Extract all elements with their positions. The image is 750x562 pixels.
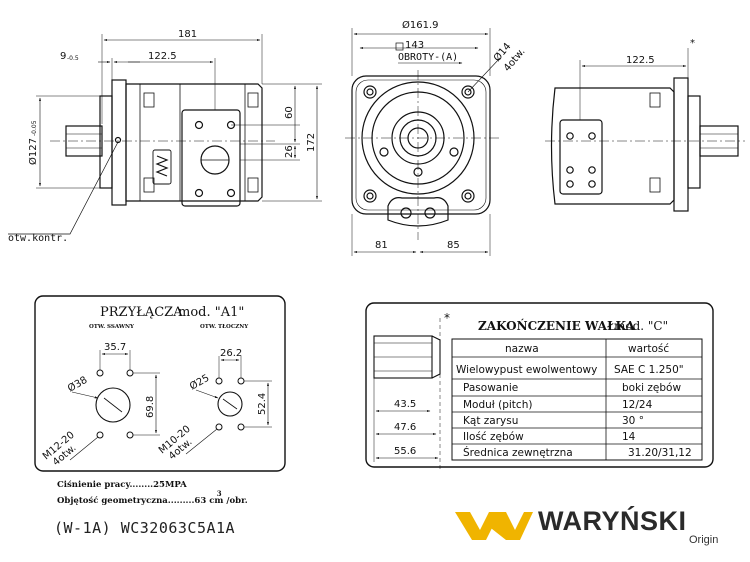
pressure-label: OTW. TŁOCZNY: [200, 324, 248, 330]
pressure-bolt-spacing: 26.2: [220, 348, 242, 359]
brand-tagline: Origin: [689, 534, 719, 546]
spec-displacement-text: Objętość geometryczna.........63 cm /obr…: [57, 496, 248, 506]
brand-logo-icon: [455, 512, 533, 540]
side-view: [8, 34, 322, 235]
dim-port-offset-top: 60: [284, 106, 295, 119]
spec-pressure: Ciśnienie pracy........25MPA: [57, 480, 187, 490]
pressure-bolt-pitch: 52.4: [257, 393, 268, 415]
right-port-plate: [559, 119, 603, 195]
table-row-5-value: 31.20/31,12: [628, 447, 692, 459]
table-row-2-name: Moduł (pitch): [463, 399, 532, 411]
pump-body: [125, 83, 263, 202]
dim-height: 172: [306, 133, 317, 152]
table-row-3-value: 30 °: [622, 415, 644, 427]
dim-front-left: 81: [375, 240, 388, 251]
dim-flange-thickness-tol: -0.5: [67, 55, 79, 62]
shaft-outline: [65, 125, 103, 157]
dim-front-width: Ø161.9: [402, 19, 439, 31]
suction-bolt-pitch: 69.8: [145, 396, 156, 418]
front-flange: [351, 75, 491, 215]
right-flange: [673, 77, 689, 212]
table-header-value: wartość: [628, 343, 669, 355]
right-view: [545, 48, 745, 212]
right-marker: *: [690, 38, 695, 49]
front-lower-housing: [387, 197, 449, 227]
table-row-0-name: Wielowypust ewolwentowy: [456, 364, 597, 376]
dim-pilot-diameter: Ø127: [27, 138, 39, 165]
shaft-panel: [365, 302, 714, 470]
model-code: (W-1A) WC32063C5A1A: [54, 519, 236, 537]
dim-total-length: 181: [178, 29, 197, 40]
dim-front-right: 85: [447, 240, 460, 251]
shaft-mod-label: mod. "C": [614, 319, 668, 333]
connections-mod-label: mod. "A1": [178, 305, 244, 320]
spec-displacement: Objętość geometryczna.........63 cm /obr…: [57, 489, 256, 506]
shaft-title: ZAKOŃCZENIE WAŁKA: [478, 318, 635, 333]
table-row-1-name: Pasowanie: [463, 382, 518, 394]
shaft-dim-c: 55.6: [394, 446, 416, 457]
brand-name: WARYŃSKI: [538, 506, 687, 536]
table-row-4-name: Ilość zębów: [463, 431, 524, 443]
suction-bore: Ø38: [66, 374, 90, 395]
spec-displacement-exp: 3: [216, 489, 222, 498]
shaft-marker: *: [444, 311, 450, 325]
dim-right-flange-to-ports: 122.5: [626, 55, 655, 66]
table-row-3-name: Kąt zarysu: [463, 415, 518, 427]
suction-label: OTW. SSAWNY: [89, 324, 134, 330]
control-hole: [114, 136, 122, 144]
shaft-dim-a: 43.5: [394, 399, 416, 410]
port-plate: [181, 109, 241, 207]
dim-pilot-tol: -0.05: [31, 120, 38, 136]
table-row-5-name: Średnica zewnętrzna: [463, 446, 573, 459]
dim-flange-thickness: 9: [60, 51, 66, 62]
connections-panel: [34, 295, 286, 472]
shaft-dim-b: 47.6: [394, 422, 416, 433]
dim-front-square: 143: [405, 40, 424, 51]
connections-title: PRZYŁĄCZA: [100, 305, 183, 320]
table-row-1-value: boki zębów: [622, 382, 681, 394]
pressure-bore: Ø25: [188, 372, 212, 393]
front-view: [345, 28, 501, 256]
suction-bolt-spacing: 35.7: [104, 342, 126, 353]
dim-port-spacing: 26: [284, 145, 295, 158]
rotation-label: OBROTY-(A): [398, 52, 458, 63]
dim-flange-to-ports: 122.5: [148, 51, 177, 62]
table-row-2-value: 12/24: [622, 399, 653, 411]
table-row-0-value: SAE C 1.250": [614, 364, 684, 376]
control-hole-label: otw.kontr.: [8, 233, 68, 244]
table-row-4-value: 14: [622, 431, 636, 443]
table-header-name: nazwa: [505, 343, 539, 355]
